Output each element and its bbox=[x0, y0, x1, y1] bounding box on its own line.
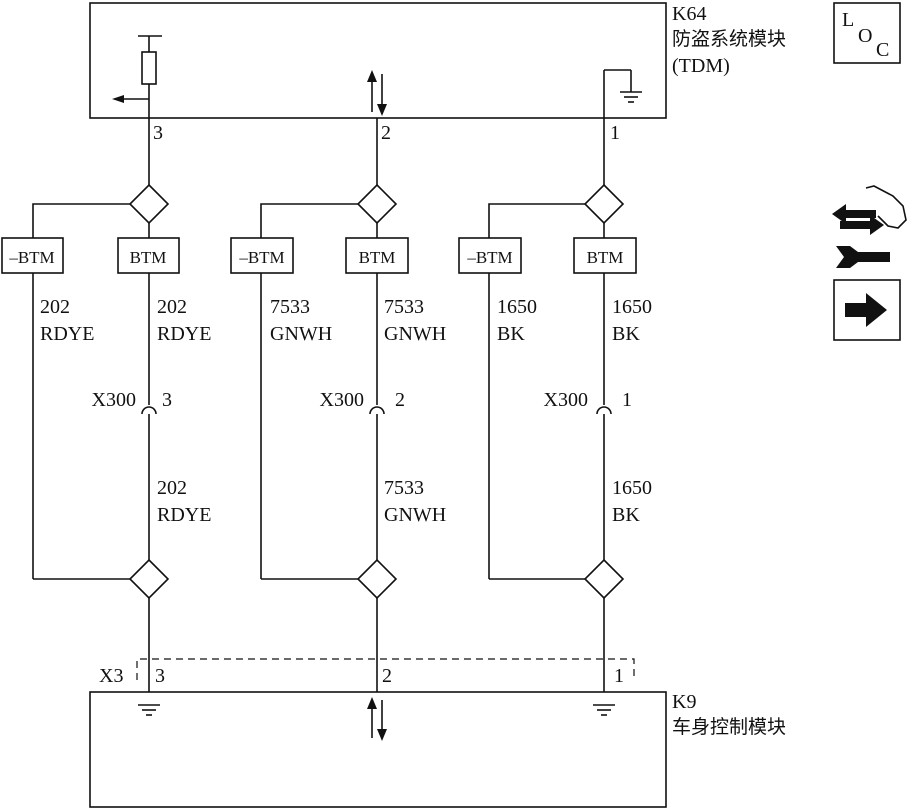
x300-label: X300 bbox=[320, 389, 364, 411]
wire-circuit-label: 1650 bbox=[497, 296, 537, 318]
btm-label-3: BTM bbox=[587, 248, 624, 267]
circuit-202 bbox=[1, 118, 180, 705]
wire-circuit-label: 7533 bbox=[270, 296, 310, 318]
k64-id: K64 bbox=[672, 3, 706, 25]
x300-label: X300 bbox=[544, 389, 588, 411]
k64-module bbox=[89, 2, 667, 119]
repair-tools-icon[interactable] bbox=[832, 185, 907, 268]
wire-circuit-label: 1650 bbox=[612, 296, 652, 318]
k64-pin-3: 3 bbox=[153, 122, 163, 144]
x300-pin: 2 bbox=[395, 389, 405, 411]
x3-pin-1: 1 bbox=[614, 665, 624, 687]
x3-label: X3 bbox=[99, 665, 123, 687]
k64-abbr: (TDM) bbox=[672, 55, 730, 77]
loc-o: O bbox=[858, 25, 872, 47]
btm-neg-label-2: –BTM bbox=[238, 248, 284, 267]
k64-name: 防盗系统模块 bbox=[672, 28, 786, 50]
k9-module bbox=[89, 691, 667, 808]
bidirectional-arrow-icon bbox=[367, 70, 387, 116]
wire-color-label: RDYE bbox=[157, 323, 211, 345]
resistor-symbol bbox=[112, 35, 162, 118]
wire-circuit-label: 202 bbox=[157, 296, 187, 318]
loc-c: C bbox=[876, 39, 889, 61]
k9-id: K9 bbox=[672, 691, 696, 713]
k64-pin-2: 2 bbox=[381, 122, 391, 144]
loc-badge: L O C bbox=[833, 2, 901, 64]
x3-pin-2: 2 bbox=[382, 665, 392, 687]
wire-color-label: RDYE bbox=[157, 504, 211, 526]
k64-pin-1: 1 bbox=[610, 122, 620, 144]
btm-neg-label-1: –BTM bbox=[8, 248, 54, 267]
ground-icon bbox=[603, 69, 642, 118]
btm-label-1: BTM bbox=[130, 248, 167, 267]
loc-l: L bbox=[842, 9, 854, 31]
btm-neg-label-3: –BTM bbox=[466, 248, 512, 267]
wire-color-label: BK bbox=[612, 323, 640, 345]
wire-circuit-label: 202 bbox=[40, 296, 70, 318]
x300-pin: 1 bbox=[622, 389, 632, 411]
x300-label: X300 bbox=[92, 389, 136, 411]
circuit-7533 bbox=[230, 118, 409, 692]
wire-color-label: BK bbox=[612, 504, 640, 526]
wire-circuit-label: 202 bbox=[157, 477, 187, 499]
x300-pin: 3 bbox=[162, 389, 172, 411]
ground-icon bbox=[593, 704, 615, 716]
x3-pin-3: 3 bbox=[155, 665, 165, 687]
wire-circuit-label: 7533 bbox=[384, 296, 424, 318]
wire-color-label: BK bbox=[497, 323, 525, 345]
next-arrow-icon[interactable] bbox=[833, 279, 901, 341]
circuit-1650 bbox=[458, 118, 637, 705]
wire-circuit-label: 7533 bbox=[384, 477, 424, 499]
k9-name: 车身控制模块 bbox=[672, 716, 786, 738]
wire-color-label: RDYE bbox=[40, 323, 94, 345]
wire-color-label: GNWH bbox=[384, 504, 446, 526]
ground-icon bbox=[138, 704, 160, 716]
wire-color-label: GNWH bbox=[384, 323, 446, 345]
wire-circuit-label: 1650 bbox=[612, 477, 652, 499]
x3-connector bbox=[136, 658, 635, 680]
btm-label-2: BTM bbox=[359, 248, 396, 267]
wire-color-label: GNWH bbox=[270, 323, 332, 345]
bidirectional-arrow-icon bbox=[367, 697, 387, 741]
